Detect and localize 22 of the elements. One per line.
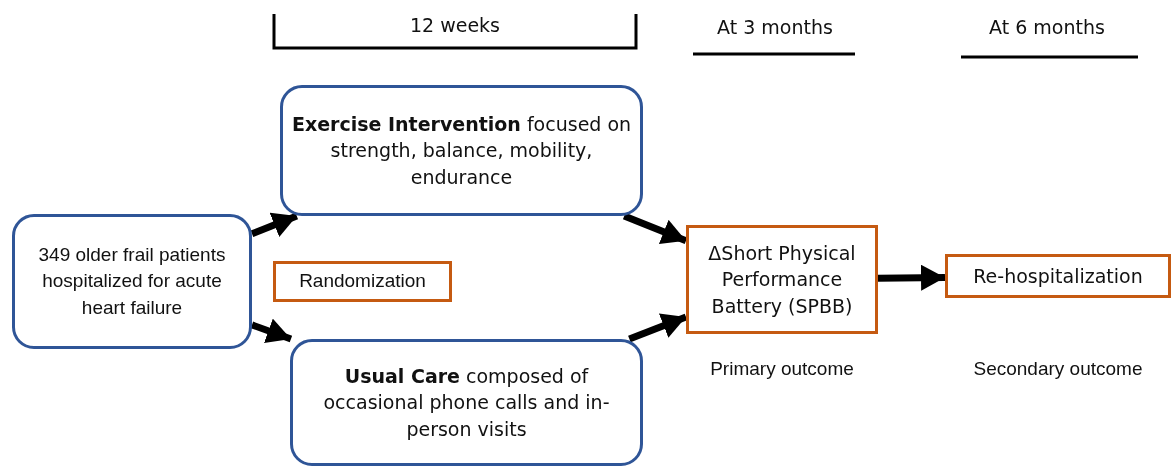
timeframe-label: At 6 months bbox=[989, 16, 1105, 38]
process-box bbox=[290, 339, 643, 466]
process-box bbox=[12, 214, 252, 349]
outcome-box bbox=[686, 225, 878, 334]
node-text: ΔShort Physical Performance Battery (SPBB) bbox=[707, 240, 857, 319]
node-text: Re-hospitalization bbox=[973, 263, 1143, 289]
node-text: Randomization bbox=[299, 269, 426, 294]
outcome-box bbox=[273, 261, 452, 302]
timeframe-label: 12 weeks bbox=[410, 14, 500, 36]
arrow bbox=[250, 212, 299, 238]
outcome-box bbox=[945, 254, 1171, 298]
arrow bbox=[877, 264, 946, 291]
node-text: Exercise Intervention focused on strength, balance, mobility, endurance bbox=[291, 111, 632, 190]
node-text: 349 older frail patients hospitalized for acute heart failure bbox=[37, 242, 227, 320]
outcome-caption: Primary outcome bbox=[710, 358, 854, 380]
outcome-caption: Secondary outcome bbox=[973, 358, 1143, 380]
node-text: Usual Care composed of occasional phone calls and in-person visits bbox=[322, 363, 611, 442]
arrow bbox=[622, 212, 688, 245]
arrow bbox=[250, 318, 293, 344]
arrow bbox=[628, 313, 688, 343]
process-box bbox=[280, 85, 643, 216]
timeframe-label: At 3 months bbox=[717, 16, 833, 38]
